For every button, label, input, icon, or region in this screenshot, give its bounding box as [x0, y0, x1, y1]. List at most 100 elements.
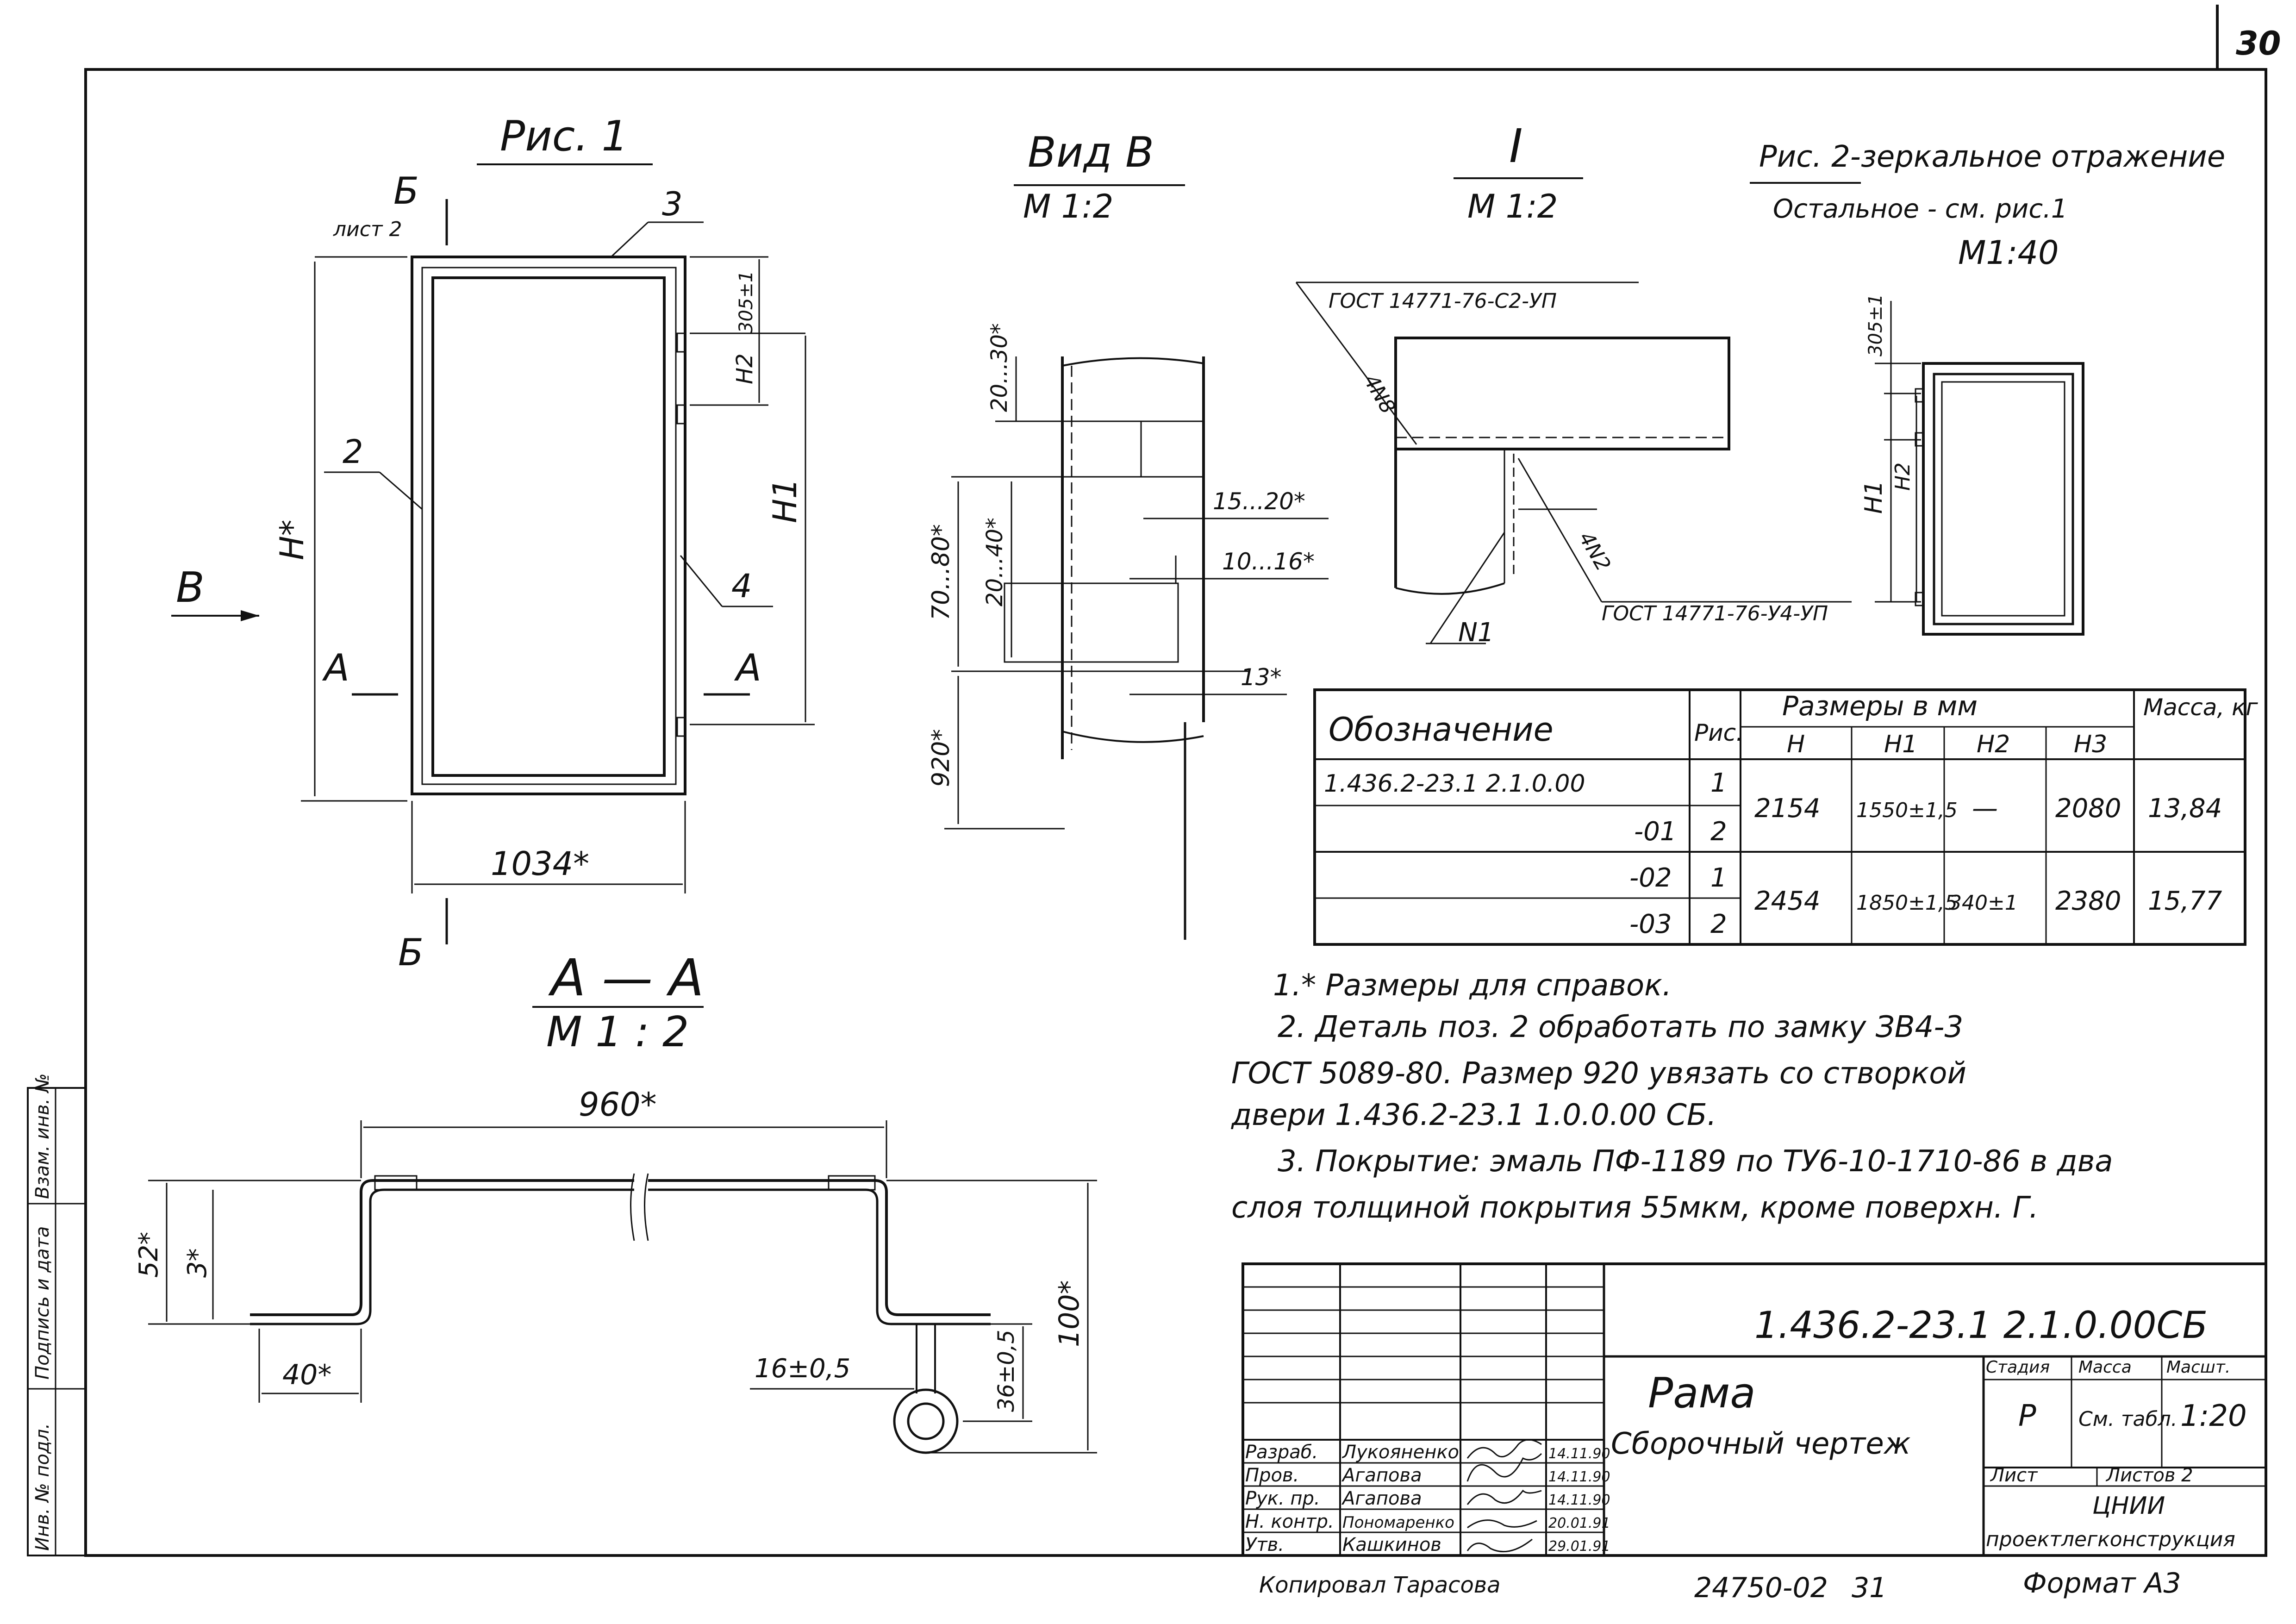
table-cell-h: 2454 [1754, 886, 1821, 916]
table-row-designation: -01 [1634, 817, 1676, 847]
tb-staff-role: Рук. пр. [1245, 1488, 1320, 1509]
fig1-dim-width: 1034* [491, 845, 589, 883]
section-aa-title: А — А [548, 948, 704, 1007]
detail-i-n1: N1 [1458, 618, 1494, 648]
note-line: слоя толщиной покрытия 55мкм, кроме пове… [1231, 1191, 2039, 1225]
view-b-dim-20-40: 20...40* [982, 518, 1008, 606]
signature-icon [1467, 1519, 1537, 1529]
section-aa-scale: М 1 : 2 [546, 1008, 689, 1056]
fig2-dim-305: 305±1 [1865, 294, 1886, 356]
note-line: 2. Деталь поз. 2 обработать по замку ЗВ4… [1278, 1010, 1963, 1044]
tb-staff-date: 14.11.90 [1548, 1492, 1610, 1508]
note-line: 3. Покрытие: эмаль ПФ-1189 по ТУ6-10-171… [1278, 1144, 2113, 1179]
fig1-section-b-top: Б [393, 169, 419, 212]
view-b-detail: Вид В М 1:2 20...30* 70...80* 20...40* 9… [927, 128, 1329, 940]
fig1-dim-305: 305±1 [736, 271, 757, 333]
fig2-title: Рис. 2-зеркальное отражение [1759, 140, 2225, 174]
view-b-arrow-icon [241, 610, 259, 621]
table-cell-h2: — [1972, 793, 1998, 824]
signature-icon [1466, 1439, 1542, 1459]
fig1-elevation: Рис. 1 Б лист 2 Б 3 2 4 H* [171, 112, 815, 974]
tb-staff-name: Кашкинов [1342, 1534, 1441, 1555]
fig1-section-b-bottom: Б [398, 931, 424, 974]
view-b-dim-20-30: 20...30* [986, 323, 1012, 412]
signature-icon [1466, 1538, 1533, 1553]
detail-i-weld1: ГОСТ 14771-76-С2-УП [1329, 289, 1557, 313]
table-row-fig: 1 [1710, 768, 1727, 798]
table-subheader-h1: H1 [1884, 731, 1917, 758]
table-row-fig: 1 [1710, 863, 1727, 893]
tb-org-line1: ЦНИИ [2092, 1492, 2165, 1520]
fig1-dim-h: H* [273, 519, 311, 560]
side-stamp-sign-label: Подпись и дата [32, 1226, 53, 1380]
fig2-scale: М1:40 [1958, 234, 2059, 272]
table-subheader-h3: H3 [2074, 731, 2107, 758]
table-header-mass: Масса, кг [2143, 694, 2258, 721]
order-number: 24750-02 [1694, 1572, 1828, 1604]
table-cell-h1: 1850±1,5 [1856, 891, 1958, 915]
tb-name: Рама [1648, 1369, 1755, 1418]
page-number: 30 [2236, 25, 2281, 62]
tb-staff-role: Разраб. [1245, 1442, 1318, 1463]
table-header-sizes: Размеры в мм [1782, 690, 1978, 722]
table-row-designation: 1.436.2-23.1 2.1.0.00 [1324, 770, 1585, 798]
view-b-title: Вид В [1028, 128, 1154, 177]
table-header-fig: Рис. [1694, 719, 1743, 746]
table-header-designation: Обозначение [1329, 711, 1554, 749]
tb-staff-name: Лукояненко [1341, 1442, 1459, 1463]
view-b-dim-15-20: 15...20* [1213, 488, 1305, 515]
tb-doc-type: Сборочный чертеж [1611, 1427, 1911, 1461]
tb-sheets-header: Листов 2 [2105, 1465, 2193, 1486]
section-aa-dim-40: 40* [282, 1359, 331, 1391]
tb-staff-role: Утв. [1245, 1534, 1284, 1555]
fig2-dim-h1: H1 [1860, 481, 1888, 514]
table-cell-h: 2154 [1754, 793, 1821, 824]
fig1-view-b-label: В [176, 563, 205, 612]
tb-code: 1.436.2-23.1 2.1.0.00СБ [1754, 1304, 2208, 1347]
detail-i-weld2: ГОСТ 14771-76-У4-УП [1602, 602, 1828, 625]
section-aa-dim-960: 960* [579, 1086, 657, 1124]
detail-i-scale: М 1:2 [1467, 187, 1558, 225]
section-aa-dim-52: 52* [134, 1232, 164, 1278]
section-aa-dim-36: 36±0,5 [993, 1330, 1019, 1412]
fig1-dim-h2: H2 [732, 353, 758, 384]
tb-staff-date: 14.11.90 [1548, 1469, 1610, 1485]
fig1-pos2: 2 [343, 433, 363, 471]
tb-staff-name: Агапова [1341, 1465, 1422, 1486]
tb-staff-name: Пономаренко [1342, 1513, 1454, 1532]
section-aa-dim-3: 3* [182, 1248, 212, 1278]
side-stamp: Инв. № подл. Подпись и дата Взам. инв. № [27, 1073, 87, 1556]
fig2-note: Остальное - см. рис.1 [1773, 194, 2068, 224]
table-subheader-h2: H2 [1977, 731, 2010, 758]
order-sheet: 31 [1852, 1572, 1887, 1604]
tb-staff-date: 20.01.91 [1548, 1515, 1610, 1531]
table-row-designation: -03 [1629, 909, 1672, 939]
tb-scale: 1:20 [2180, 1399, 2247, 1433]
side-stamp-inv-label: Инв. № подл. [32, 1423, 53, 1551]
view-b-dim-10-16: 10...16* [1222, 548, 1315, 575]
tb-scale-header: Масшт. [2166, 1358, 2230, 1377]
fig2-elevation: Рис. 2-зеркальное отражение Остальное - … [1750, 140, 2225, 636]
sheet-format: Формат А3 [2023, 1567, 2181, 1599]
table-cell-h2: 340±1 [1949, 891, 2018, 915]
sizes-table: Обозначение Рис. Размеры в мм Масса, кг … [1313, 688, 2258, 946]
fig2-dim-h2: H2 [1891, 462, 1915, 491]
fig1-section-a-left: А [322, 646, 349, 689]
sheet-frame [84, 5, 2267, 1557]
table-cell-h3: 2080 [2055, 793, 2121, 824]
note-line: 1.* Размеры для справок. [1273, 968, 1672, 1003]
fig1-pos3: 3 [662, 185, 683, 223]
fig1-title: Рис. 1 [500, 112, 628, 161]
fig1-dim-h1: H1 [766, 478, 804, 523]
tb-org-line2: проектлегконструкция [1986, 1528, 2235, 1551]
table-subheader-h: H [1787, 731, 1805, 758]
detail-i: I М 1:2 ГОСТ 14771-76-С2-УП 4N8 ГОСТ 147… [1295, 119, 1852, 648]
table-row-fig: 2 [1710, 909, 1727, 939]
fig1-pos4: 4 [731, 567, 752, 605]
note-line: двери 1.436.2-23.1 1.0.0.00 СБ. [1231, 1098, 1716, 1132]
table-cell-h1: 1550±1,5 [1856, 799, 1958, 822]
view-b-scale: М 1:2 [1023, 187, 1113, 225]
tb-stage-header: Стадия [1986, 1358, 2050, 1377]
tb-staff-role: Н. контр. [1245, 1511, 1334, 1532]
